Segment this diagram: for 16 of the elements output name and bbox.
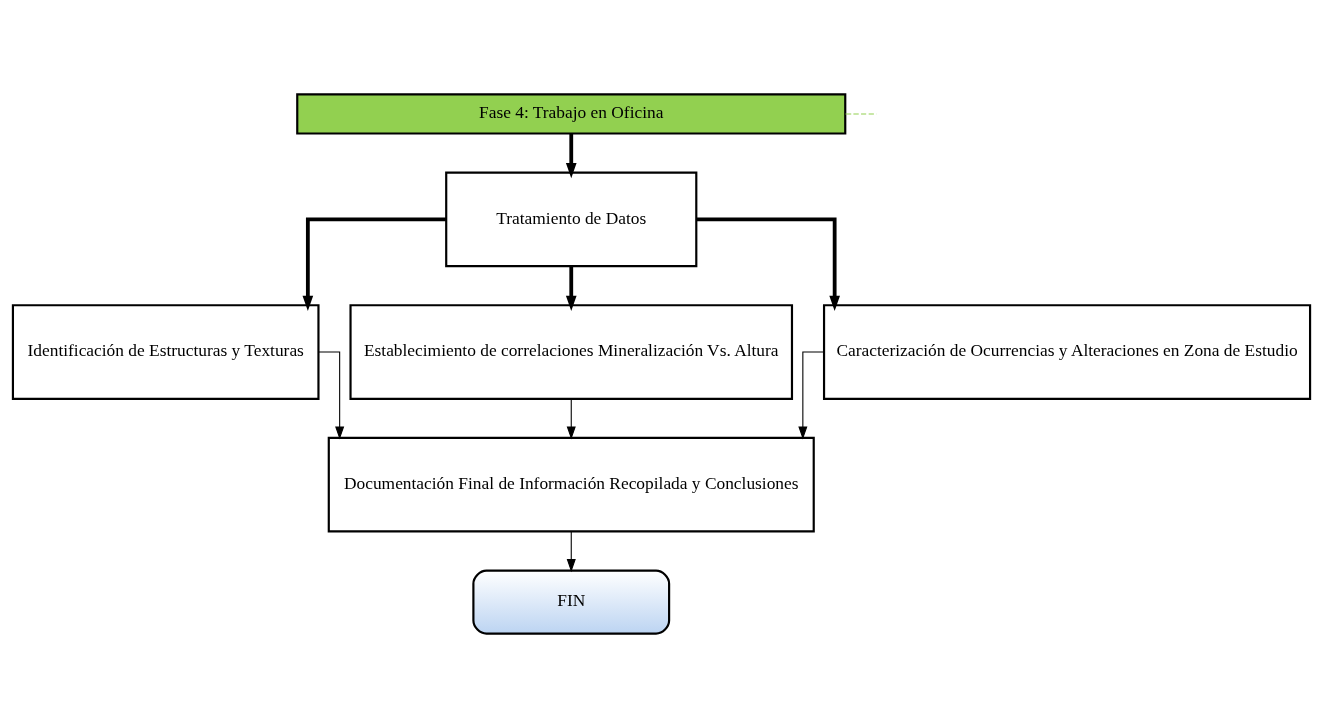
arrow: [302, 217, 447, 311]
arrow: [565, 265, 577, 311]
arrow: [696, 217, 840, 311]
node-box: Tratamiento de Datos: [445, 171, 698, 267]
node-box: Identificación de Estructuras y Texturas: [11, 303, 320, 400]
connector: [845, 112, 877, 114]
arrow: [318, 351, 345, 440]
node-box: Establecimiento de correlaciones Mineralización Vs. Altura: [349, 303, 794, 400]
arrow: [566, 397, 576, 440]
node-box: FIN: [472, 569, 671, 635]
node-box: Caracterización de Ocurrencias y Alteraciones en Zona de Estudio: [822, 303, 1312, 400]
node-box: Fase 4: Trabajo en Oficina: [296, 92, 847, 135]
arrow: [798, 351, 825, 440]
arrow: [565, 133, 577, 178]
arrow: [566, 530, 576, 572]
node-box: Documentación Final de Información Recopilada y Conclusiones: [327, 436, 815, 533]
